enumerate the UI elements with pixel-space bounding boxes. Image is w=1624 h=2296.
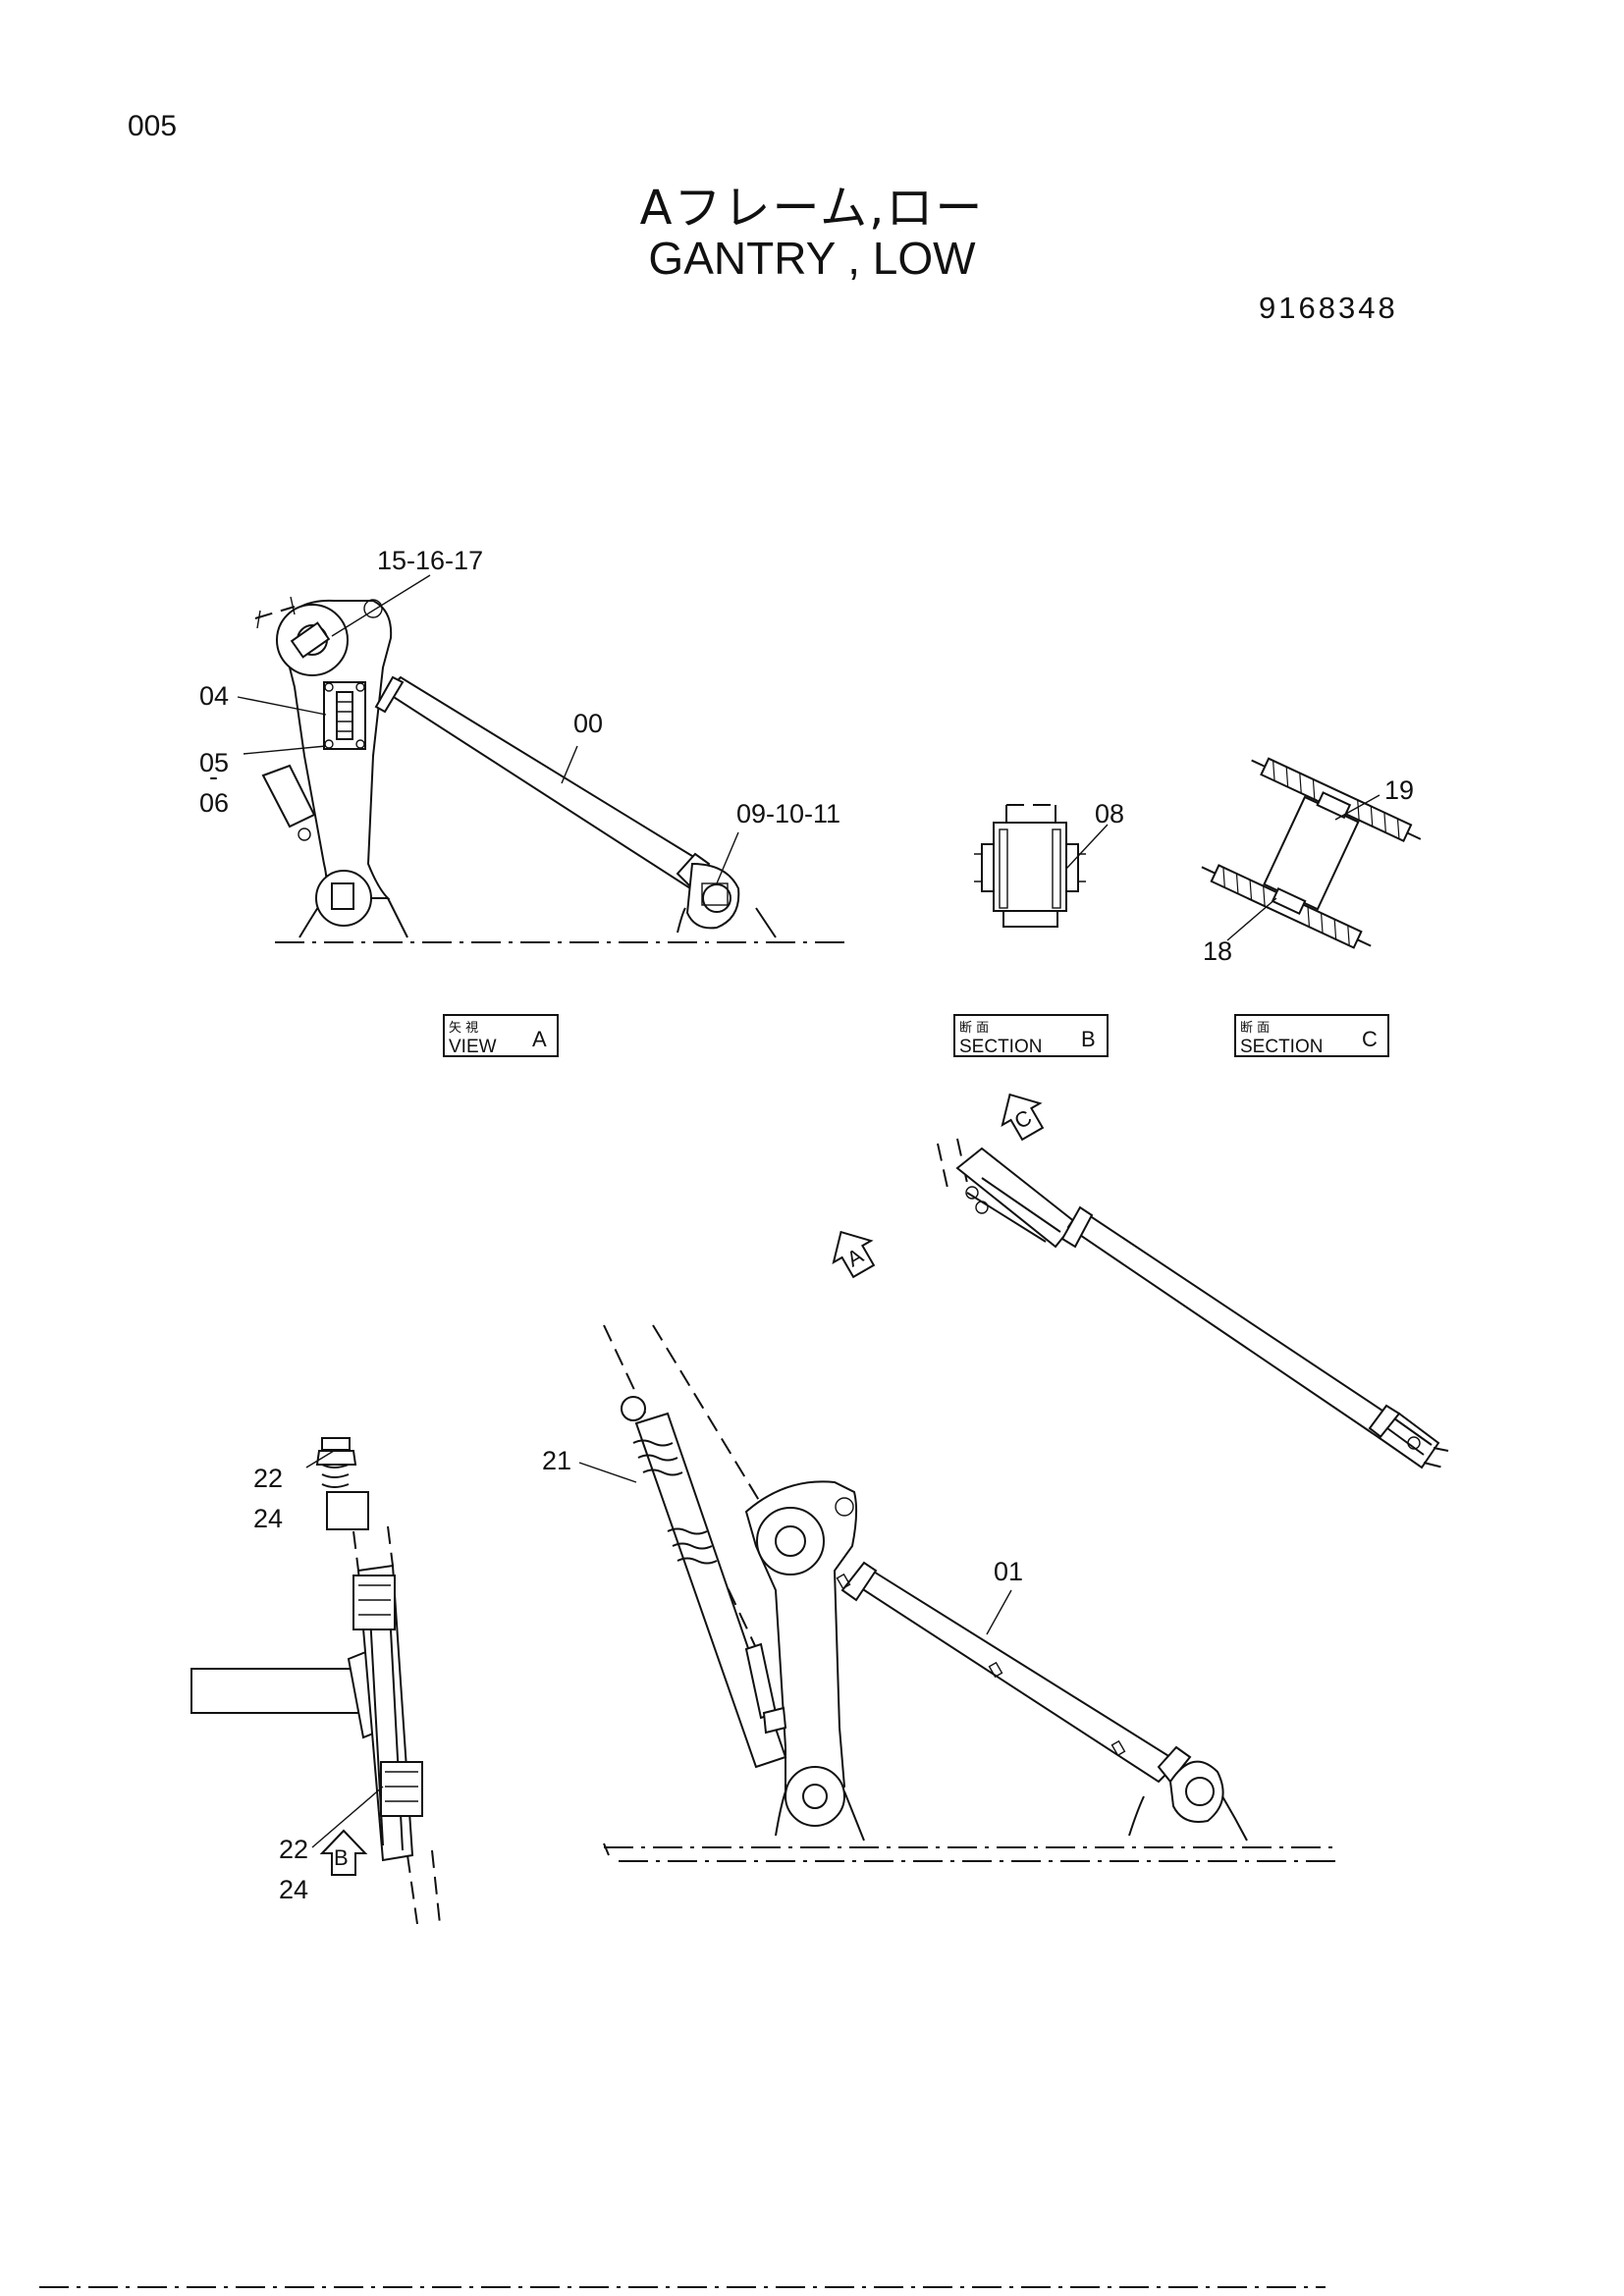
callout-24-top: 24 — [253, 1504, 283, 1533]
svg-text:B: B — [334, 1845, 349, 1870]
svg-text:C: C — [1362, 1027, 1378, 1051]
view-a-drawing — [254, 596, 844, 943]
section-b-label-box: 断 面 SECTION B — [953, 1014, 1109, 1057]
callout-21: 21 — [542, 1446, 571, 1475]
title-japanese: Aフレーム,ロー — [639, 181, 985, 236]
leader-lines — [237, 574, 1380, 1848]
view-a-label-box: 矢 視 VIEW A — [443, 1014, 559, 1057]
main-side-view — [603, 1324, 1340, 1862]
callout-05: 05 — [199, 748, 229, 777]
title-english: GANTRY , LOW — [648, 233, 976, 284]
callout-00: 00 — [573, 709, 603, 738]
svg-text:B: B — [1081, 1027, 1096, 1051]
callout-09-10-11: 09-10-11 — [736, 799, 840, 828]
callout-15-16-17: 15-16-17 — [377, 546, 483, 575]
callout-04: 04 — [199, 681, 229, 711]
callout-22-top: 22 — [253, 1464, 283, 1493]
svg-text:断 面: 断 面 — [959, 1021, 989, 1036]
callout-24-bottom: 24 — [279, 1875, 308, 1904]
callouts: 15-16-17 04 05 - 06 00 09-10-11 08 19 18… — [199, 546, 1414, 1904]
upper-member-drawing — [937, 1138, 1449, 1469]
bottom-left-detail — [190, 1437, 441, 1925]
svg-text:SECTION: SECTION — [1240, 1037, 1323, 1057]
view-arrow-b: B — [319, 1829, 368, 1876]
section-c-drawing — [1201, 757, 1422, 949]
callout-05-06-dash: - — [209, 762, 218, 791]
svg-text:VIEW: VIEW — [449, 1037, 497, 1057]
svg-text:A: A — [532, 1027, 547, 1051]
callout-01: 01 — [994, 1557, 1023, 1586]
part-number: 9168348 — [1259, 291, 1398, 325]
callout-08: 08 — [1095, 799, 1124, 828]
view-arrow-c: C — [1001, 1093, 1045, 1142]
svg-text:断 面: 断 面 — [1240, 1021, 1270, 1036]
callout-19: 19 — [1384, 775, 1414, 805]
callout-18: 18 — [1203, 936, 1232, 966]
callout-06: 06 — [199, 788, 229, 818]
section-c-label-box: 断 面 SECTION C — [1234, 1014, 1389, 1057]
svg-text:矢 視: 矢 視 — [449, 1021, 478, 1036]
callout-22-bottom: 22 — [279, 1835, 308, 1864]
svg-text:SECTION: SECTION — [959, 1037, 1042, 1057]
section-b-drawing — [974, 804, 1086, 928]
view-arrow-a: A — [832, 1230, 876, 1279]
page-number: 005 — [128, 110, 178, 142]
